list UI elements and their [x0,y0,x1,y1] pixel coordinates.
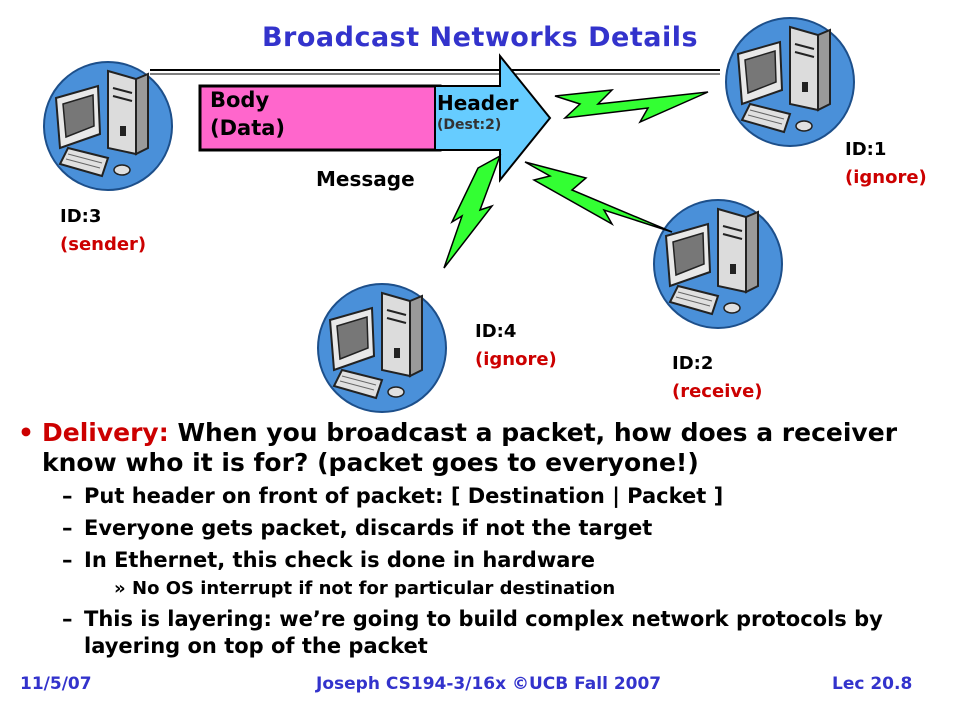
node-label-id2: ID:2 (receive) [672,350,763,406]
node-label-id4: ID:4 (ignore) [475,318,557,374]
slide-title: Broadcast Networks Details [261,22,699,53]
bullet-list: Delivery: When you broadcast a packet, h… [18,418,948,660]
message-label: Message [316,167,415,191]
packet-body-label: Body (Data) [210,86,285,142]
node-id: ID:1 [845,139,887,160]
bullet-text: When you broadcast a packet, how does a … [42,418,898,477]
sub-bullet: Everyone gets packet, discards if not th… [18,515,948,542]
node-label-sender: ID:3 (sender) [60,203,146,259]
packet-body-line1: Body [210,88,270,112]
footer-lecture: Lec 20.8 [832,674,913,694]
bullet-delivery: Delivery: When you broadcast a packet, h… [18,418,948,478]
packet-header-arrow-icon [434,53,552,183]
node-role: (ignore) [475,349,557,370]
sub-sub-bullet: No OS interrupt if not for particular de… [18,577,948,601]
node-role: (ignore) [845,167,927,188]
packet-body-line2: (Data) [210,116,286,140]
packet-header-label: Header (Dest:2) [437,92,519,136]
packet-header-dest: (Dest:2) [437,117,502,133]
lightning-bolt-icon [443,154,502,269]
lightning-bolt-icon [524,161,673,233]
node-id: ID:2 [672,353,714,374]
computer-id2-icon [653,199,783,329]
node-role: (sender) [60,234,147,255]
lightning-bolt-icon [554,89,709,124]
sub-bullet: This is layering: we’re going to build c… [18,606,948,660]
footer-date: 11/5/07 [20,674,92,694]
node-label-id1: ID:1 (ignore) [845,136,927,192]
node-role: (receive) [672,381,763,402]
node-id: ID:4 [475,321,517,342]
computer-sender-icon [43,61,173,191]
packet-header-text: Header [437,91,519,115]
footer-course: Joseph CS194-3/16x ©UCB Fall 2007 [316,674,662,694]
node-id: ID:3 [60,206,102,227]
sub-bullet: In Ethernet, this check is done in hardw… [18,547,948,574]
bullet-keyword: Delivery: [42,418,169,447]
sub-bullet: Put header on front of packet: [ Destina… [18,483,948,510]
computer-id4-icon [317,283,447,413]
